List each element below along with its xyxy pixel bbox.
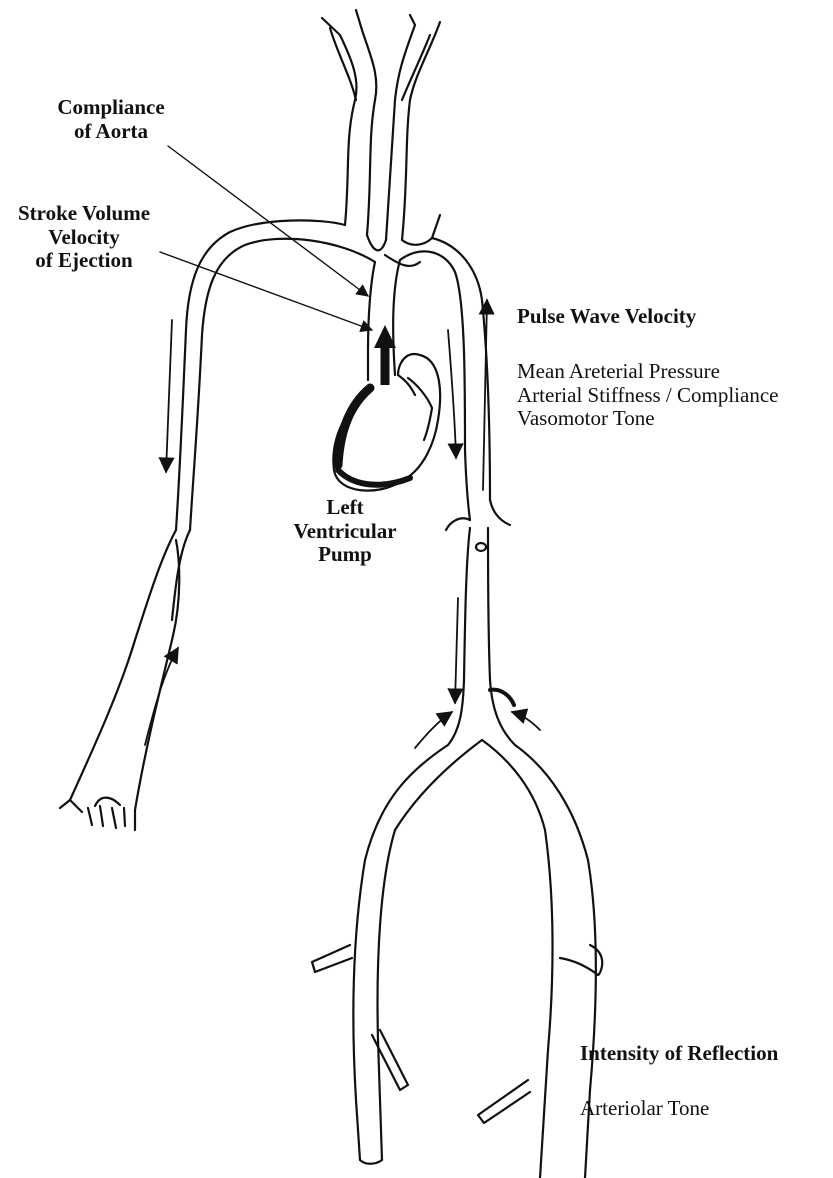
pulse-wave-velocity-title: Pulse Wave Velocity	[517, 305, 696, 329]
left-ventricular-pump-label: Left Ventricular Pump	[280, 496, 410, 567]
aorta-flow-down-arrow	[448, 330, 456, 458]
carotid-arteries	[322, 10, 440, 240]
arm-arteries	[60, 330, 202, 830]
arm-flow-down-arrow	[166, 320, 172, 472]
abdominal-flow-down-arrow	[455, 598, 458, 703]
iliac-flow-right-arrow	[512, 712, 540, 730]
iliac-flow-left-arrow	[415, 712, 452, 748]
arteriolar-tone-label: Arteriolar Tone	[580, 1097, 709, 1121]
stroke-volume-pointer	[160, 252, 372, 330]
compliance-pointer	[168, 146, 368, 296]
pointer-lines	[160, 146, 372, 330]
descending-aorta	[446, 450, 515, 745]
leg-arteries	[312, 740, 602, 1178]
compliance-label: Compliance of Aorta	[36, 96, 186, 143]
intensity-of-reflection-title: Intensity of Reflection	[580, 1042, 778, 1066]
pulse-wave-factors: Mean Areterial Pressure Arterial Stiffne…	[517, 360, 778, 431]
stroke-volume-label: Stroke Volume Velocity of Ejection	[4, 202, 164, 273]
